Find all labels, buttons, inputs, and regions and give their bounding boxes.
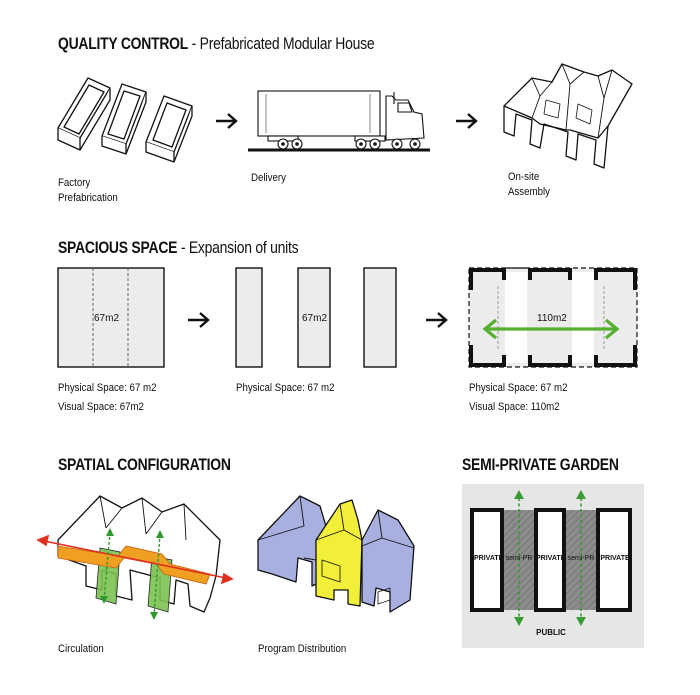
- arrow-icon-3: [188, 312, 210, 328]
- semi-private-garden-heading: SEMI-PRIVATE GARDEN: [462, 455, 619, 474]
- arrow-icon-4: [426, 312, 448, 328]
- onsite-caption: On-site Assembly: [508, 170, 550, 200]
- factory-caption: Factory Prefabrication: [58, 176, 118, 206]
- onsite-caption-line2: Assembly: [508, 186, 550, 198]
- delivery-caption: Delivery: [251, 172, 286, 184]
- spacious-space-subtitle: - Expansion of units: [177, 238, 299, 257]
- program-caption: Program Distribution: [258, 643, 347, 655]
- plan1-area-label: 67m2: [94, 313, 120, 324]
- plan3-area-label: 110m2: [537, 313, 567, 324]
- plan2-caption: Physical Space: 67 m2: [236, 381, 334, 396]
- garden-green-arrows: [518, 498, 582, 618]
- circulation-green-arrows: [103, 531, 161, 617]
- garden-private-label-1: PRIVATE: [474, 555, 504, 562]
- circulation-red-arrow: [36, 534, 234, 585]
- plan2-physical-space: Physical Space: 67 m2: [236, 382, 335, 394]
- spacious-space-heading: SPACIOUS SPACE - Expansion of units: [58, 238, 299, 258]
- quality-control-subtitle: - Prefabricated Modular House: [188, 34, 375, 53]
- plan-separated-units: [235, 267, 397, 368]
- quality-control-heading: QUALITY CONTROL - Prefabricated Modular …: [58, 34, 375, 54]
- plan3-visual-space: Visual Space: 110m2: [469, 401, 560, 413]
- spacious-space-title: SPACIOUS SPACE: [58, 238, 178, 257]
- program-house: [257, 495, 415, 613]
- garden-units: [470, 508, 632, 612]
- factory-module-3: [145, 95, 193, 163]
- factory-module-1: [57, 77, 111, 151]
- spatial-configuration-heading: SPATIAL CONFIGURATION: [58, 455, 231, 474]
- plan1-caption: Physical Space: 67 m2 Visual Space: 67m2: [58, 381, 156, 415]
- delivery-truck: [248, 90, 430, 152]
- double-arrow-icon: [482, 318, 620, 340]
- circulation-orange-path: [57, 545, 211, 585]
- plan1-physical-space: Physical Space: 67 m2: [58, 382, 157, 394]
- garden-public-label: PUBLIC: [536, 628, 566, 637]
- garden-semi-label-2: semi-PR: [567, 555, 595, 562]
- quality-control-title: QUALITY CONTROL: [58, 34, 189, 53]
- plan3-caption: Physical Space: 67 m2 Visual Space: 110m…: [469, 381, 567, 415]
- plan-expanded-units: [468, 267, 638, 368]
- plan-single-unit: [57, 267, 165, 368]
- circulation-arrowheads: [100, 528, 164, 620]
- assembled-house: [503, 63, 633, 169]
- plan2-area-label: 67m2: [302, 313, 328, 324]
- circulation-caption: Circulation: [58, 643, 104, 655]
- onsite-caption-line1: On-site: [508, 171, 540, 183]
- factory-caption-line2: Prefabrication: [58, 192, 118, 204]
- factory-module-2: [101, 83, 147, 155]
- arrow-icon-2: [456, 113, 478, 129]
- plan1-visual-space: Visual Space: 67m2: [58, 401, 144, 413]
- plan3-physical-space: Physical Space: 67 m2: [469, 382, 568, 394]
- garden-arrowheads: [514, 490, 586, 626]
- factory-caption-line1: Factory: [58, 177, 91, 189]
- garden-private-label-2: PRIVATE: [536, 555, 566, 562]
- arrow-icon-1: [216, 113, 238, 129]
- garden-private-label-3: PRIVATE: [600, 555, 630, 562]
- garden-semi-label-1: semi-PR: [505, 555, 533, 562]
